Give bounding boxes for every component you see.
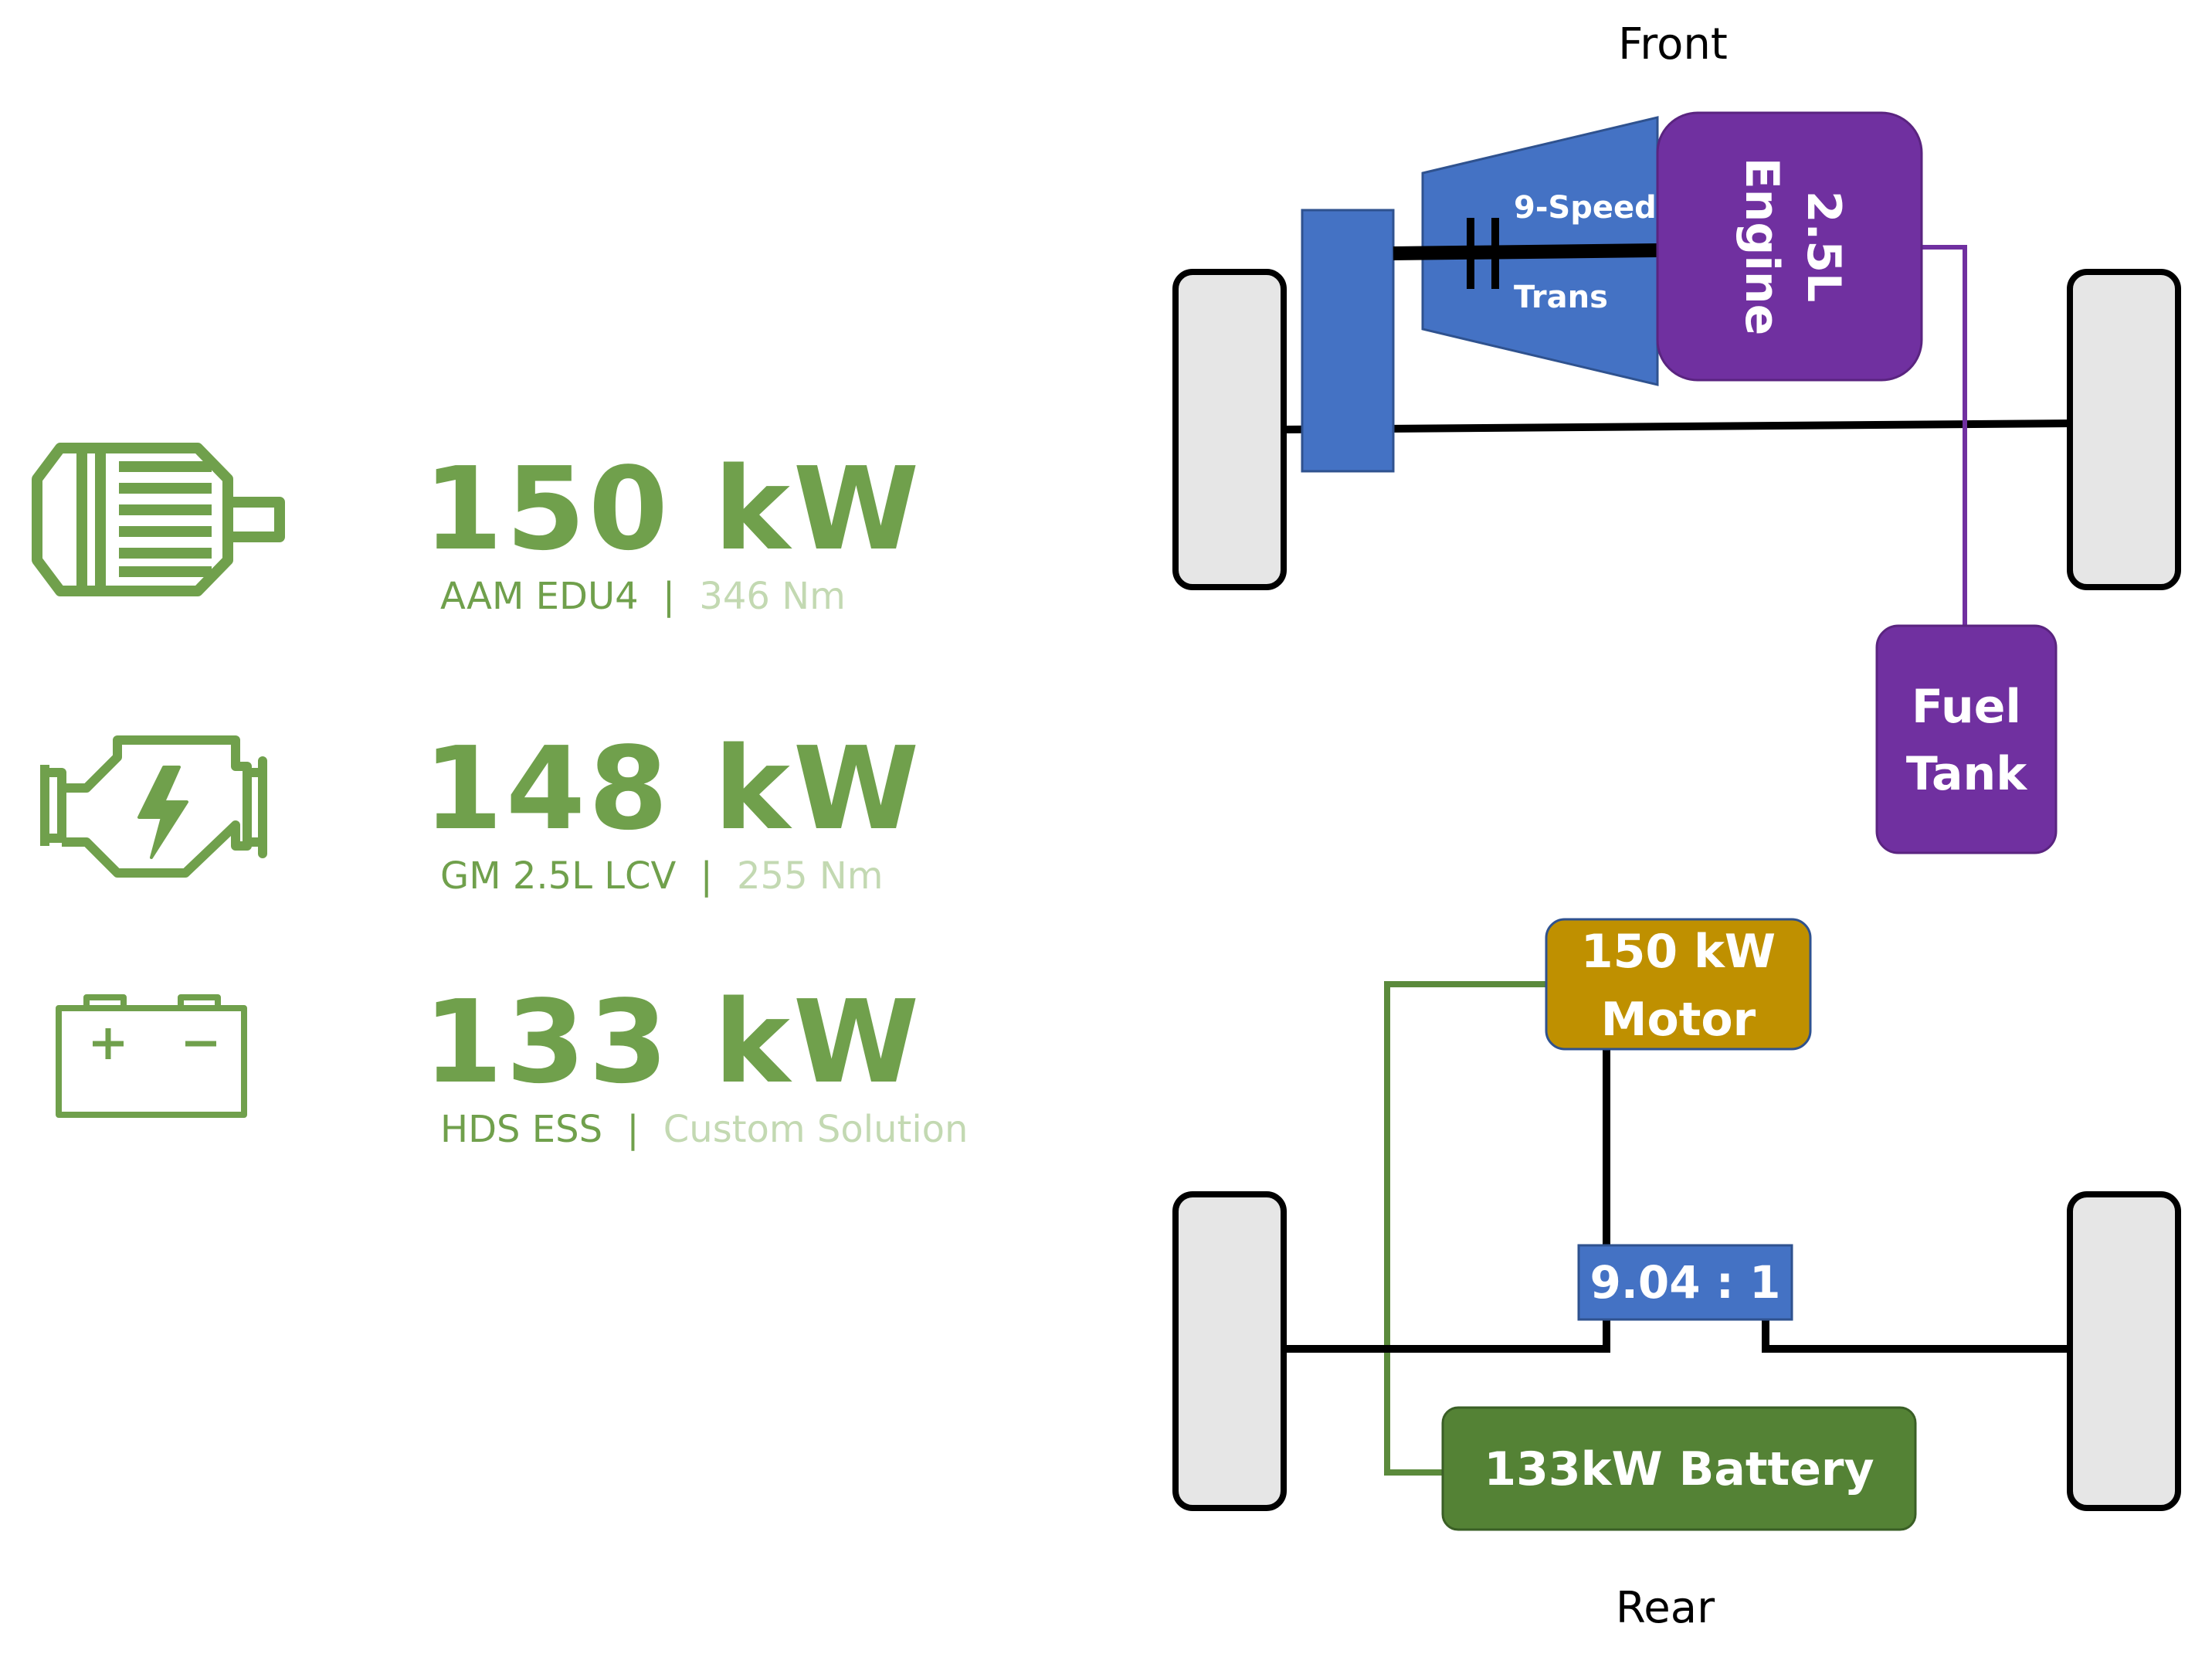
spec-separator: | [701, 854, 713, 898]
drive-shaft [1393, 243, 1658, 260]
rear-left-halfshaft [1284, 1316, 1610, 1353]
spec-separator: | [663, 575, 675, 618]
electric-motor-icon [32, 443, 285, 596]
spec-name: AAM EDU4 [440, 575, 639, 618]
transmission-label-1: 9-Speed [1514, 190, 1657, 226]
engine-label-2: Engine [1735, 158, 1789, 336]
transmission-label-2: Trans [1514, 280, 1608, 315]
rear-label: Rear [1616, 1583, 1715, 1633]
spec-name: HDS ESS [440, 1108, 602, 1151]
engine-block [1656, 111, 1923, 382]
spec-caption: GM 2.5L LCV | 255 Nm [440, 854, 884, 898]
gear-reduction-box [1577, 1244, 1793, 1321]
spec-name: GM 2.5L LCV [440, 854, 676, 898]
fuel-line [1922, 245, 1967, 627]
spec-row-engine: 148 kW GM 2.5L LCV | 255 Nm [423, 722, 922, 898]
spec-value: 133 kW [423, 976, 922, 1109]
fuel-tank-label-2: Tank [1906, 747, 2028, 801]
rear-right-wheel [2067, 1191, 2181, 1511]
motor-label-2: Motor [1601, 993, 1756, 1047]
spec-detail: 346 Nm [699, 575, 846, 618]
battery-icon [56, 994, 247, 1118]
front-axle [1283, 419, 2071, 433]
high-voltage-line [1384, 981, 1546, 1476]
fuel-tank-label-1: Fuel [1912, 680, 2021, 734]
engine-label: 2.5L Engine [1735, 158, 1851, 336]
spec-value: 148 kW [423, 722, 922, 855]
spec-row-battery: 133 kW HDS ESS | Custom Solution [423, 976, 968, 1151]
fuel-tank [1875, 624, 2058, 854]
spec-caption: AAM EDU4 | 346 Nm [440, 575, 846, 618]
front-right-wheel [2067, 269, 2181, 590]
motor-label-1: 150 kW [1581, 925, 1776, 979]
rear-left-wheel [1172, 1191, 1287, 1511]
battery-label: 133kW Battery [1484, 1442, 1874, 1496]
engine-icon [40, 735, 267, 878]
spec-value: 150 kW [423, 443, 922, 576]
spec-caption: HDS ESS | Custom Solution [440, 1108, 968, 1151]
spec-separator: | [626, 1108, 639, 1151]
battery-block [1441, 1406, 1917, 1531]
spec-detail: 255 Nm [737, 854, 884, 898]
front-differential [1301, 209, 1395, 473]
spec-detail: Custom Solution [663, 1108, 969, 1151]
spec-row-motor: 150 kW AAM EDU4 | 346 Nm [423, 443, 922, 618]
gear-ratio-label: 9.04 : 1 [1589, 1256, 1780, 1309]
rear-right-halfshaft [1762, 1316, 2070, 1353]
front-left-wheel [1172, 269, 1287, 590]
motor-block [1545, 918, 1812, 1051]
engine-label-1: 2.5L [1796, 191, 1851, 303]
front-label: Front [1618, 19, 1728, 70]
